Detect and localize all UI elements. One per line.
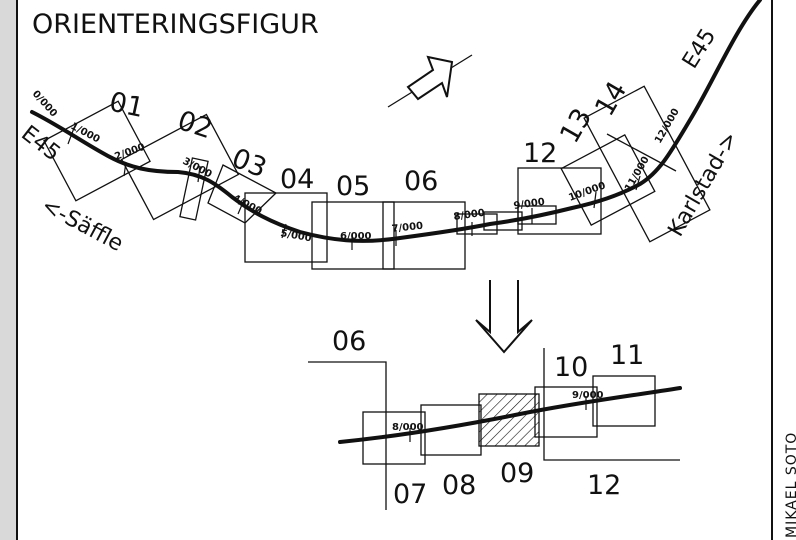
sheet-label-12: 12 xyxy=(523,138,557,169)
sheet-06-frame xyxy=(382,201,466,270)
detail-chainage-9: 9/000 xyxy=(572,390,604,401)
sheet-13-frame xyxy=(560,133,656,227)
sheet-label-01: 01 xyxy=(107,87,147,124)
chainage-6: 6/000 xyxy=(340,231,372,242)
chainage-2: 2/000 xyxy=(113,142,146,163)
sheet-label-03: 03 xyxy=(227,143,270,185)
chainage-ticks-top xyxy=(67,127,641,250)
sheet-14-frame xyxy=(583,85,711,243)
chainage-8: 8/000 xyxy=(453,208,486,223)
place-label-saffle: <-Säffle xyxy=(37,193,127,257)
sheet-label-04: 04 xyxy=(280,164,314,195)
detail-label-12: 12 xyxy=(587,470,621,501)
detail-label-09: 09 xyxy=(500,458,534,489)
sheet-label-05: 05 xyxy=(336,171,370,202)
sheet-label-02: 02 xyxy=(174,105,216,145)
sheet-13-14-split xyxy=(606,133,677,172)
detail-label-08: 08 xyxy=(442,470,476,501)
detail-label-10: 10 xyxy=(554,352,588,383)
detail-chainage-8: 8/000 xyxy=(392,422,424,433)
sheet-02-frame xyxy=(120,113,240,221)
sheet-numbers-detail: 06 07 08 09 10 11 12 xyxy=(332,326,644,510)
detail-label-07: 07 xyxy=(393,479,427,510)
chainage-7: 7/000 xyxy=(391,221,424,235)
chainage-5: 5/000 xyxy=(279,228,312,244)
chainage-9: 9/000 xyxy=(513,197,546,212)
north-arrow-icon xyxy=(387,54,473,108)
sheet-label-06: 06 xyxy=(404,166,438,197)
detail-label-11: 11 xyxy=(610,340,644,371)
chainage-4: 4/000 xyxy=(231,193,264,218)
detail-label-06: 06 xyxy=(332,326,366,357)
road-e45-top xyxy=(30,0,762,243)
road-label-e45-east: E45 xyxy=(678,24,721,73)
sheet-label-13: 13 xyxy=(554,103,598,148)
page-title: ORIENTERINGSFIGUR xyxy=(32,9,319,40)
chainage-labels-detail: 8/000 9/000 xyxy=(392,390,604,433)
sheet-01-frame xyxy=(43,100,151,202)
small-sheet-b xyxy=(483,211,523,231)
chainage-ticks-detail xyxy=(409,396,587,442)
detail-match-lines xyxy=(308,348,680,510)
down-arrow-icon xyxy=(475,280,533,354)
chainage-11: 11/000 xyxy=(623,155,652,194)
sheet-frames-detail xyxy=(362,375,656,465)
sheet-02-03-overlap xyxy=(179,157,209,221)
author-credit: MIKAEL SOTO xyxy=(784,432,796,538)
sheet-04-frame xyxy=(244,192,328,263)
left-edge-strip xyxy=(0,0,16,540)
road-e45-detail xyxy=(338,386,682,444)
sheet-numbers-top: 01 02 03 04 05 06 12 13 14 xyxy=(107,76,634,202)
sheet-label-14: 14 xyxy=(589,76,633,121)
